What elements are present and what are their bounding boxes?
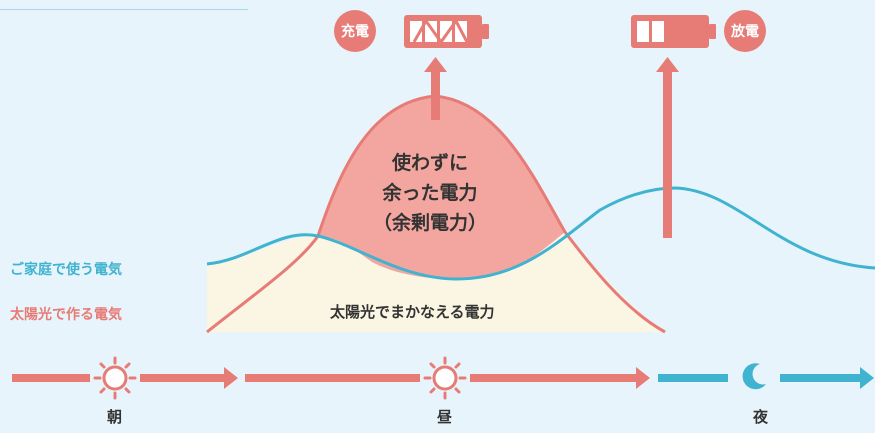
top-divider [0, 9, 248, 10]
legend-solar: 太陽光で作る電気 [10, 307, 122, 323]
discharge-badge: 放電 [724, 10, 766, 52]
timeline [12, 367, 874, 389]
battery-charging-icon [404, 15, 489, 48]
legend-household: ご家庭で使う電気 [10, 262, 122, 278]
surplus-line-1: 使わずに [391, 152, 468, 174]
moon-icon [742, 363, 766, 390]
surplus-line-3: （余剰電力） [372, 212, 487, 234]
time-noon-label: 昼 [437, 408, 453, 426]
surplus-power-label: 使わずに 余った電力 （余剰電力） [345, 148, 515, 238]
charge-arrow [424, 57, 447, 120]
covered-power-area [207, 232, 665, 332]
time-night-label: 夜 [753, 408, 769, 426]
household-usage-curve [206, 186, 875, 281]
time-morning-label: 朝 [107, 408, 123, 426]
battery-low-icon [631, 15, 716, 48]
surplus-line-2: 余った電力 [382, 182, 478, 204]
sun-morning-icon [93, 356, 137, 400]
charge-badge: 充電 [334, 10, 376, 52]
sun-noon-icon [423, 356, 467, 400]
surplus-power-area [318, 96, 565, 280]
discharge-arrow [656, 57, 679, 238]
covered-power-label: 太陽光でまかなえる電力 [330, 303, 495, 321]
